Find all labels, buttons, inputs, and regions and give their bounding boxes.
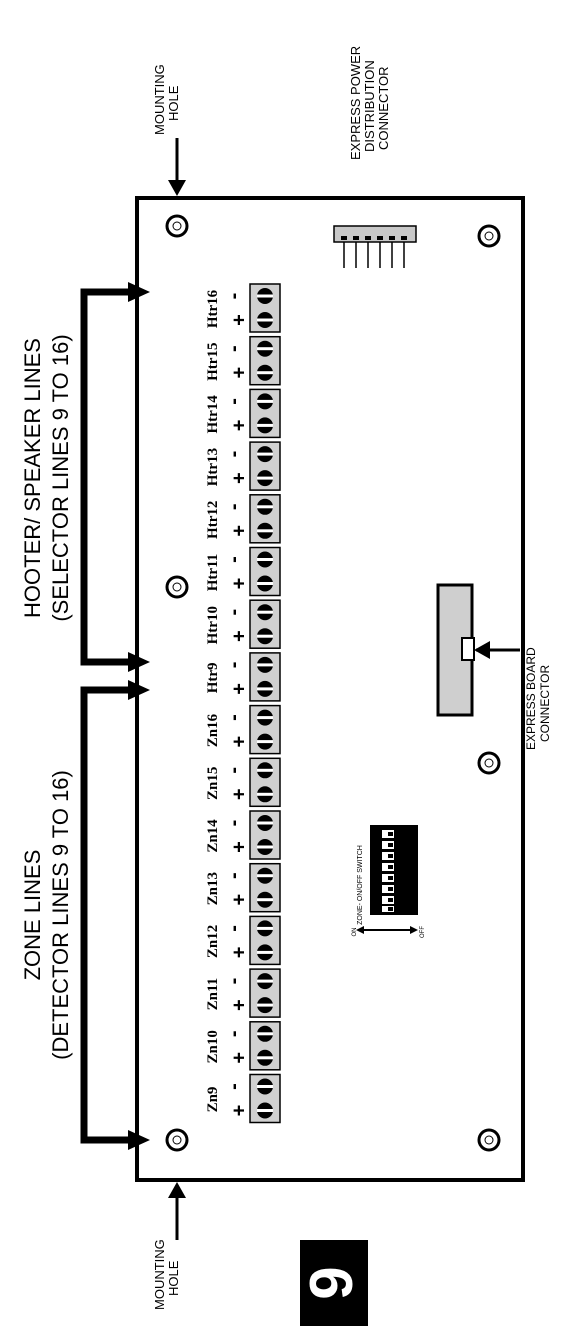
terminal-minus-sign: -: [223, 820, 245, 827]
terminal-zn12: - + Zn12: [205, 915, 281, 966]
switch-on-label: ON: [352, 928, 358, 937]
terminal-htr16: - + Htr16: [205, 283, 281, 333]
terminal-plus-sign: +: [228, 999, 250, 1011]
terminal-minus-sign: -: [223, 609, 245, 616]
terminal-htr9: - + Htr9: [205, 652, 281, 702]
mounting-hole-1: [165, 214, 189, 238]
page-number: 9: [298, 1266, 365, 1299]
terminal-label: Htr9: [205, 662, 221, 693]
terminal-label: Htr14: [205, 395, 221, 434]
zone-arrow-bottom: [128, 1130, 150, 1150]
terminal-plus-sign: +: [228, 736, 250, 748]
terminal-label: Zn14: [205, 819, 221, 853]
terminal-zn9: - + Zn9: [205, 1073, 281, 1124]
switch-off-label: OFF: [420, 926, 426, 938]
terminal-label: Zn9: [205, 1087, 221, 1113]
mounting-hole-bottom-arrow: [168, 1182, 186, 1198]
terminal-htr10: - + Htr10: [205, 599, 281, 649]
terminal-label: Htr11: [205, 554, 221, 592]
terminal-minus-sign: -: [223, 662, 245, 669]
hooter-arrow-top: [128, 282, 150, 302]
hooter-title: HOOTER/ SPEAKER LINES: [20, 338, 45, 618]
terminal-minus-sign: -: [223, 556, 245, 563]
terminal-htr14: - + Htr14: [205, 388, 281, 439]
hooter-subtitle: (SELECTOR LINES 9 TO 16): [48, 334, 73, 621]
terminal-plus-sign: +: [228, 525, 250, 537]
mounting-hole-6: [477, 1128, 501, 1152]
terminal-zn16: - + Zn16: [205, 704, 281, 755]
zone-title: ZONE LINES: [20, 850, 45, 981]
terminal-plus-sign: +: [228, 630, 250, 642]
terminal-minus-sign: -: [223, 872, 245, 879]
terminal-label: Htr16: [205, 289, 221, 328]
terminal-label: Zn16: [205, 713, 221, 747]
mounting-hole-bottom-label: MOUNTINGHOLE: [152, 1239, 181, 1310]
mounting-hole-top-arrow: [168, 180, 186, 196]
terminal-zn15: - + Zn15: [205, 757, 281, 808]
mounting-hole-2: [477, 224, 501, 248]
switch-title: ZONE- ON/OFF SWITCH: [357, 845, 364, 925]
terminal-zn10: - + Zn10: [205, 1021, 281, 1071]
terminal-plus-sign: +: [228, 841, 250, 853]
terminal-plus-sign: +: [228, 788, 250, 800]
terminal-plus-sign: +: [228, 1052, 250, 1064]
terminal-plus-sign: +: [228, 1105, 250, 1117]
terminal-plus-sign: +: [228, 472, 250, 484]
express-board-connector: [436, 583, 475, 717]
page-number-box: [300, 1240, 368, 1326]
board-connector-arrow: [474, 641, 490, 659]
zone-arrow-top: [128, 680, 150, 700]
terminal-minus-sign: -: [223, 767, 245, 774]
terminal-label: Zn13: [205, 872, 221, 905]
terminal-plus-sign: +: [228, 578, 250, 590]
terminal-htr12: - + Htr12: [205, 494, 281, 544]
terminal-minus-sign: -: [223, 714, 245, 721]
terminal-minus-sign: -: [223, 345, 245, 352]
terminal-htr15: - + Htr15: [205, 335, 281, 386]
terminal-label: Zn10: [205, 1030, 221, 1063]
mounting-hole-5: [165, 1128, 189, 1152]
terminal-plus-sign: +: [228, 420, 250, 432]
mounting-hole-4: [477, 751, 501, 775]
terminal-htr11: - + Htr11: [205, 546, 281, 597]
terminal-minus-sign: -: [223, 925, 245, 932]
terminal-plus-sign: +: [228, 314, 250, 326]
terminal-label: Zn12: [205, 925, 221, 958]
terminal-minus-sign: -: [223, 978, 245, 985]
terminal-minus-sign: -: [223, 1030, 245, 1037]
terminal-plus-sign: +: [228, 947, 250, 959]
terminal-minus-sign: -: [223, 503, 245, 510]
board-connector-label: EXPRESS BOARDCONNECTOR: [524, 647, 552, 750]
zone-bracket: [80, 686, 140, 1144]
dip-switch: [356, 825, 418, 934]
terminal-zn14: - + Zn14: [205, 810, 281, 860]
terminal-minus-sign: -: [223, 293, 245, 300]
terminal-htr13: - + Htr13: [205, 441, 281, 491]
mounting-hole-top-label: MOUNTINGHOLE: [152, 64, 181, 135]
terminal-label: Zn11: [205, 978, 221, 1011]
power-connector-label: EXPRESS POWERDISTRIBUTIONCONNECTOR: [348, 46, 391, 160]
zone-subtitle: (DETECTOR LINES 9 TO 16): [48, 770, 73, 1060]
terminal-blocks: -+Htr16-+Htr15-+Htr14-+Htr13-+Htr12-+Htr…: [205, 283, 281, 1124]
terminal-plus-sign: +: [228, 367, 250, 379]
mounting-hole-3: [165, 575, 189, 599]
terminal-label: Zn15: [205, 767, 221, 800]
terminal-label: Htr10: [205, 606, 221, 644]
terminal-minus-sign: -: [223, 1083, 245, 1090]
terminal-minus-sign: -: [223, 451, 245, 458]
terminal-zn13: - + Zn13: [205, 862, 281, 913]
terminal-plus-sign: +: [228, 894, 250, 906]
terminal-zn11: - + Zn11: [205, 968, 281, 1018]
terminal-label: Htr12: [205, 501, 221, 539]
terminal-label: Htr13: [205, 448, 221, 486]
terminal-minus-sign: -: [223, 398, 245, 405]
terminal-label: Htr15: [205, 343, 221, 381]
power-distribution-connector: [333, 225, 417, 268]
terminal-plus-sign: +: [228, 683, 250, 695]
hooter-arrow-bottom: [128, 652, 150, 672]
hooter-bracket: [80, 288, 140, 666]
